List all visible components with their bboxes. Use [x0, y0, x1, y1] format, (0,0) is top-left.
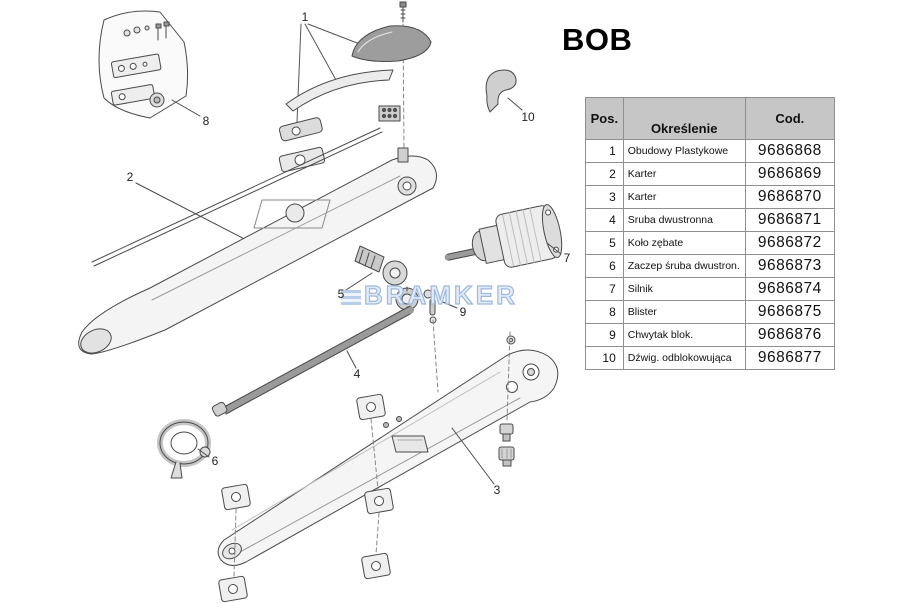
- table-row: 8 Blister 9686875: [585, 300, 836, 324]
- part-cod: 9686873: [744, 254, 836, 278]
- assembly-axes: [233, 319, 511, 578]
- release-ring-part: [157, 419, 211, 479]
- col-header-pos: Pos.: [585, 97, 624, 140]
- watermark-text: BRAMKER: [363, 279, 518, 310]
- part-desc: Sruba dwustronna: [622, 208, 746, 232]
- part-cod: 9686868: [744, 139, 836, 163]
- part-cod: 9686869: [744, 162, 836, 186]
- callout-2: 2: [126, 170, 134, 184]
- upper-arm-part: [78, 147, 438, 355]
- table-row: 9 Chwytak blok. 9686876: [585, 323, 836, 347]
- part-pos: 10: [585, 346, 624, 370]
- part-desc: Blister: [622, 300, 746, 324]
- callout-8: 8: [202, 114, 210, 128]
- part-pos: 6: [585, 254, 624, 278]
- page-title: BOB: [562, 22, 633, 57]
- col-header-desc: Określenie: [622, 97, 746, 140]
- parts-table: Pos. Określenie Cod. 1 Obudowy Plastykow…: [585, 97, 836, 370]
- part-desc: Chwytak blok.: [622, 323, 746, 347]
- part-cod: 9686871: [744, 208, 836, 232]
- leader-line-4: [346, 350, 357, 369]
- table-row: 10 Dźwig. odblokowująca 9686877: [585, 346, 836, 370]
- table-row: 6 Zaczep śruba dwustron. 9686873: [585, 254, 836, 278]
- leader-line-6: [197, 448, 210, 458]
- blade-part: [285, 69, 394, 112]
- latch-part: [279, 117, 323, 142]
- part-pos: 1: [585, 139, 624, 163]
- part-cod: 9686872: [744, 231, 836, 255]
- leader-line-2: [135, 182, 263, 249]
- table-row: 1 Obudowy Plastykowe 9686868: [585, 139, 836, 163]
- terminal-block-part: [378, 105, 401, 122]
- callout-5: 5: [337, 287, 345, 301]
- pin-washers-part: [423, 289, 437, 324]
- fastener-plates: [218, 393, 394, 603]
- motor-part: [444, 204, 563, 268]
- blister-part: [98, 10, 201, 119]
- part-desc: Karter: [622, 185, 746, 209]
- cover-part: [351, 25, 432, 62]
- table-row: 5 Koło zębate 9686872: [585, 231, 836, 255]
- lower-arm-part: [217, 335, 559, 566]
- part-cod: 9686870: [744, 185, 836, 209]
- bevel-gear-part: [354, 245, 408, 286]
- leader-line-9: [437, 299, 458, 309]
- callout-6: 6: [211, 454, 219, 468]
- watermark-logo-icon: [341, 289, 361, 305]
- leader-line-5: [345, 272, 373, 291]
- callout-7: 7: [563, 251, 571, 265]
- callout-10: 10: [521, 110, 535, 124]
- part-pos: 7: [585, 277, 624, 301]
- part-desc: Zaczep śruba dwustron.: [622, 254, 746, 278]
- table-header-row: Pos. Określenie Cod.: [585, 97, 836, 140]
- callout-4: 4: [353, 367, 361, 381]
- bushing-parts: [498, 423, 515, 467]
- bracket-part: [278, 146, 326, 173]
- lead-screw-part: [211, 305, 414, 417]
- table-row: 4 Sruba dwustronna 9686871: [585, 208, 836, 232]
- part-desc: Obudowy Plastykowe: [622, 139, 746, 163]
- part-desc: Silnik: [622, 277, 746, 301]
- part-pos: 2: [585, 162, 624, 186]
- top-screw-part: [399, 1, 407, 23]
- table-row: 3 Karter 9686870: [585, 185, 836, 209]
- callout-9: 9: [459, 305, 467, 319]
- part-cod: 9686874: [744, 277, 836, 301]
- part-pos: 4: [585, 208, 624, 232]
- table-row: 7 Silnik 9686874: [585, 277, 836, 301]
- callout-3: 3: [493, 483, 501, 497]
- part-cod: 9686875: [744, 300, 836, 324]
- part-pos: 8: [585, 300, 624, 324]
- table-row: 2 Karter 9686869: [585, 162, 836, 186]
- release-lever-part: [485, 69, 523, 113]
- part-cod: 9686876: [744, 323, 836, 347]
- spline-bearing-part: [395, 286, 419, 312]
- leader-line-3: [451, 427, 495, 485]
- rod-part: [91, 127, 383, 267]
- leader-line-7: [546, 242, 562, 255]
- part-pos: 5: [585, 231, 624, 255]
- watermark: BRAMKER: [341, 279, 518, 311]
- part-desc: Koło zębate: [622, 231, 746, 255]
- col-header-cod: Cod.: [744, 97, 836, 140]
- callout-1: 1: [301, 10, 309, 24]
- part-desc: Dźwig. odblokowująca: [622, 346, 746, 370]
- part-desc: Karter: [622, 162, 746, 186]
- part-pos: 3: [585, 185, 624, 209]
- part-cod: 9686877: [744, 346, 836, 370]
- part-pos: 9: [585, 323, 624, 347]
